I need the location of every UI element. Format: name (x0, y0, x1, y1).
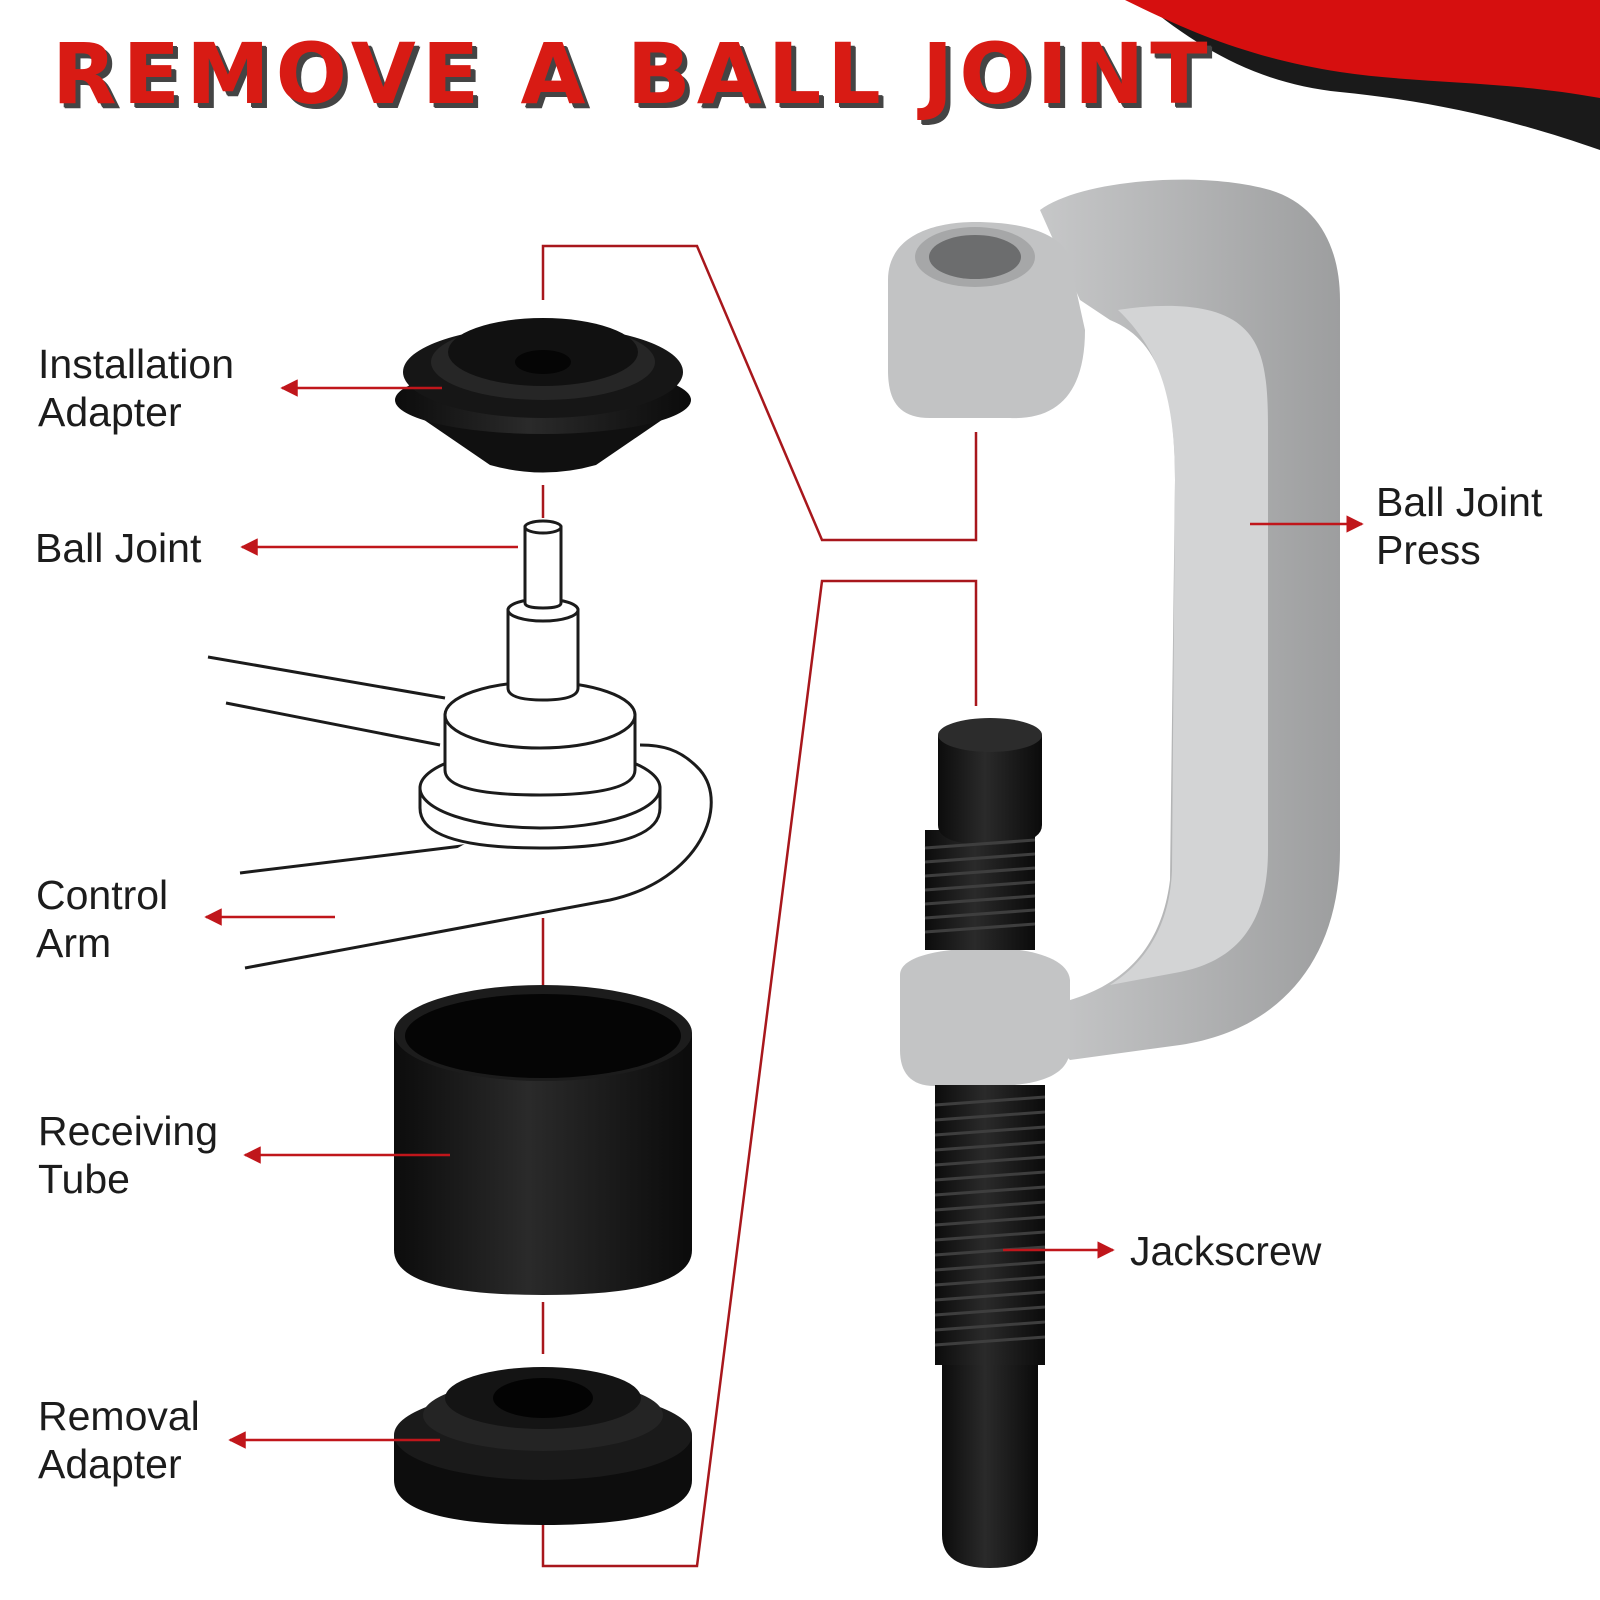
label-removal-adapter: Removal Adapter (38, 1393, 200, 1487)
corner-wave-decoration (1125, 0, 1600, 150)
label-ball-joint: Ball Joint (35, 525, 202, 571)
callout-arrows (204, 379, 1364, 1449)
label-ball-joint-press: Ball Joint Press (1376, 479, 1543, 573)
removal-adapter-part (394, 1367, 692, 1525)
page-title: REMOVE A BALL JOINT (52, 25, 1214, 123)
ball-joint-press-part (888, 179, 1340, 1086)
label-installation-adapter: Installation Adapter (38, 341, 235, 435)
label-receiving-tube: Receiving Tube (38, 1108, 219, 1202)
installation-adapter-part (395, 318, 691, 473)
ball-joint-drawing (207, 519, 713, 970)
jackscrew-part (924, 718, 1046, 1568)
label-control-arm: Control Arm (36, 872, 169, 966)
label-jackscrew: Jackscrew (1130, 1228, 1322, 1274)
connector-lines (541, 244, 978, 1568)
receiving-tube-part (394, 985, 692, 1295)
